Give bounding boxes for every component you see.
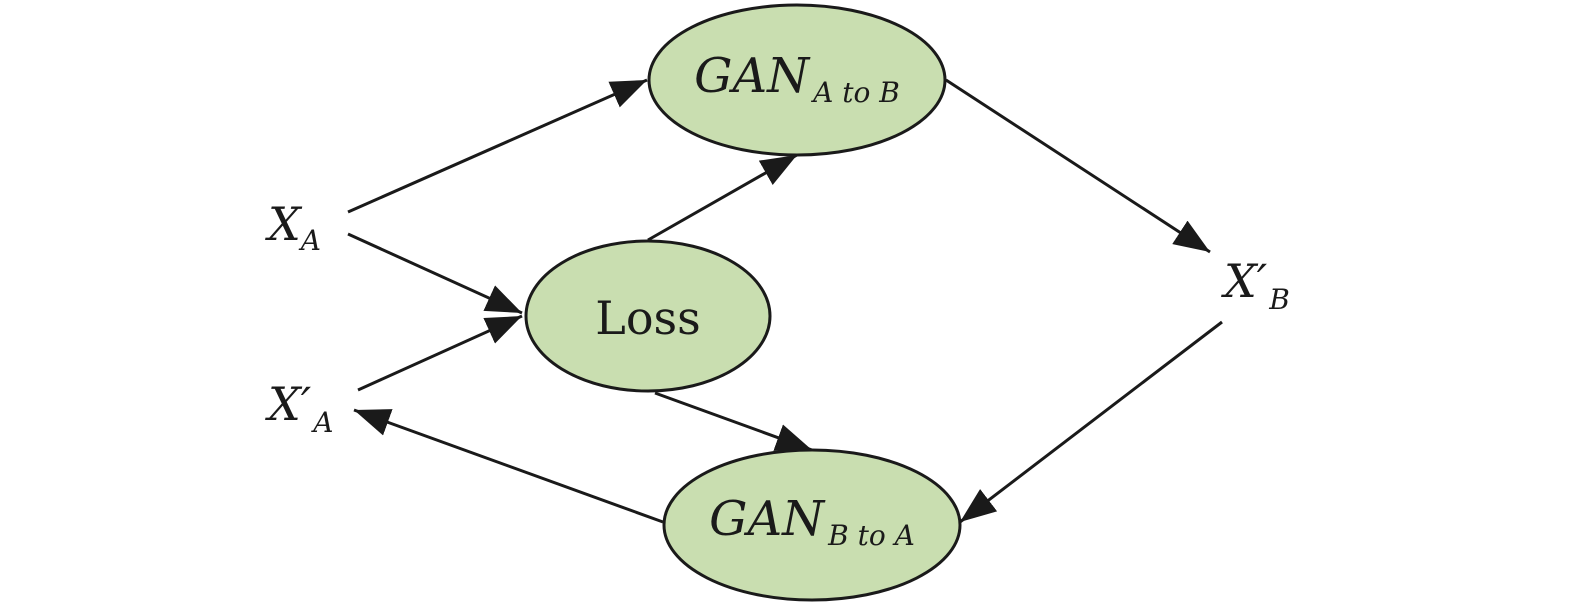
gan-b-to-a-sub: B to A (827, 519, 915, 552)
edge-xb-prime-to-gan-b-to-a (959, 320, 1223, 524)
edge-xa-to-gan-a-to-b (347, 78, 648, 214)
edge-gan-b-to-a-to-xa-prime (353, 408, 664, 524)
gan-b-to-a-main: GAN (709, 491, 826, 547)
edge-xa-prime-to-loss (357, 314, 523, 392)
gan-a-to-b-ellipse (647, 3, 947, 157)
node-loss: Loss (524, 239, 772, 393)
edge-loss-to-gan-b-to-a (654, 391, 813, 452)
edge-xa-to-loss (347, 232, 523, 315)
x-b-prime-sub: B (1268, 283, 1290, 316)
variable-x-b-prime: X′B (1221, 254, 1290, 316)
edge-gan-a-to-b-to-xb-prime (945, 78, 1211, 254)
x-a-sub: A (298, 224, 321, 257)
x-b-prime-main: X′ (1221, 254, 1268, 308)
variable-x-a: XA (265, 197, 321, 257)
edge-loss-to-gan-a-to-b (647, 153, 798, 242)
gan-b-to-a-ellipse (662, 448, 962, 602)
gan-a-to-b-sub: A to B (810, 76, 900, 109)
x-a-prime-sub: A (310, 406, 333, 439)
loss-label: Loss (595, 291, 700, 345)
loss-ellipse (524, 239, 772, 393)
gan-a-to-b-main: GAN (694, 48, 811, 104)
variable-x-a-prime: X′A (265, 377, 333, 439)
x-a-main: X (265, 197, 303, 251)
edges (347, 78, 1223, 524)
x-a-prime-main: X′ (265, 377, 312, 431)
